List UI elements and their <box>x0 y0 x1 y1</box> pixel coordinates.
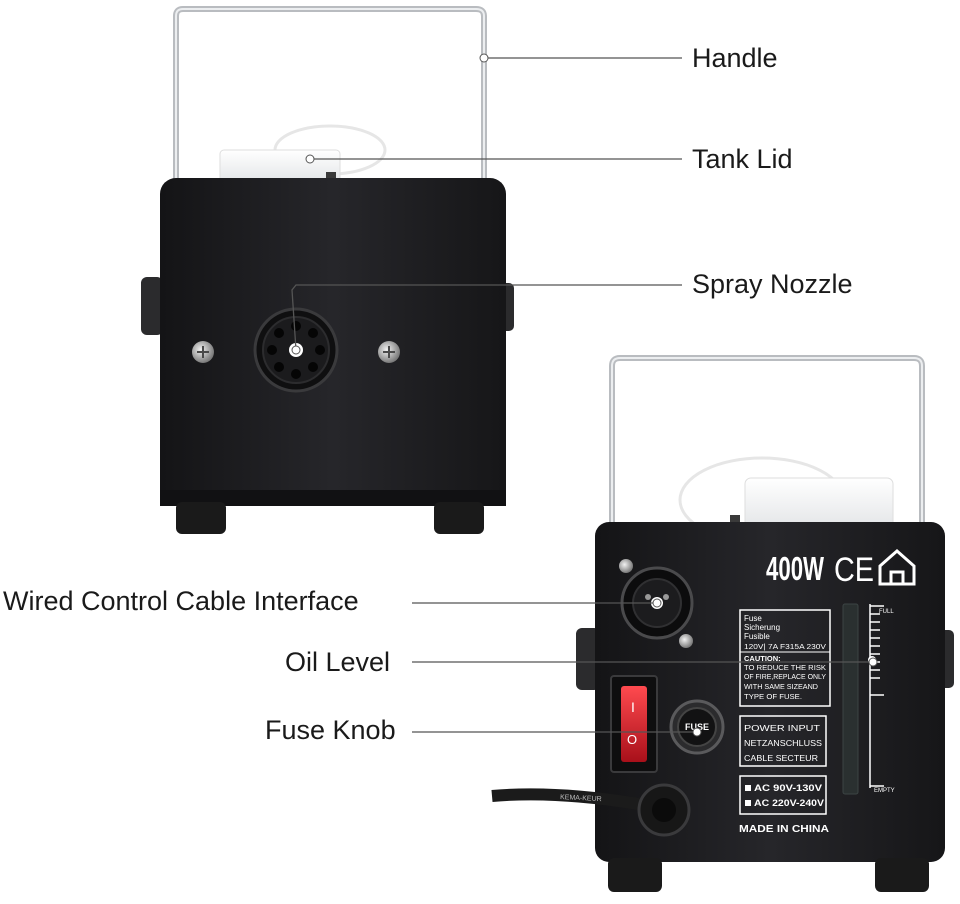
svg-text:Fusible: Fusible <box>744 632 770 641</box>
svg-text:EMPTY: EMPTY <box>874 788 895 794</box>
rear-unit: 400W CE Fuse Sicherung Fusible 120V| 7A … <box>491 355 954 892</box>
label-fuse-knob: Fuse Knob <box>265 715 396 745</box>
svg-text:WITH SAME SIZEAND: WITH SAME SIZEAND <box>744 684 818 691</box>
power-cable: KEMA-KEUR <box>491 783 691 837</box>
fuse-knob[interactable]: FUSE <box>669 699 725 755</box>
made-in-label: MADE IN CHINA <box>739 824 829 835</box>
power-switch[interactable]: I O <box>610 675 658 773</box>
label-wired-control-cable-interface: Wired Control Cable Interface <box>3 586 359 616</box>
svg-text:FULL: FULL <box>879 609 894 615</box>
svg-text:NETZANSCHLUSS: NETZANSCHLUSS <box>744 738 822 748</box>
svg-text:CAUTION:: CAUTION: <box>744 654 781 663</box>
svg-text:Sicherung: Sicherung <box>744 623 780 632</box>
leader-spray-nozzle <box>291 284 682 351</box>
svg-text:TO REDUCE THE RISK: TO REDUCE THE RISK <box>744 665 826 672</box>
svg-text:FUSE: FUSE <box>685 722 709 732</box>
label-oil-level: Oil Level <box>285 647 391 677</box>
wattage-label: 400W <box>766 550 825 587</box>
label-spray-nozzle: Spray Nozzle <box>692 269 853 299</box>
leader-dots <box>291 53 878 737</box>
svg-text:OF FIRE,REPLACE ONLY: OF FIRE,REPLACE ONLY <box>744 674 826 681</box>
front-unit <box>141 6 514 534</box>
leader-lines <box>291 57 873 733</box>
svg-text:120V| 7A F315A 230V: 120V| 7A F315A 230V <box>744 642 826 651</box>
svg-text:POWER INPUT: POWER INPUT <box>744 723 820 733</box>
svg-text:I: I <box>631 699 635 715</box>
ce-mark: CE <box>834 551 874 589</box>
label-tank-lid: Tank Lid <box>692 144 793 174</box>
svg-text:Fuse: Fuse <box>744 614 762 623</box>
svg-text:O: O <box>627 732 637 747</box>
house-icon <box>878 548 916 586</box>
svg-text:AC 90V-130V: AC 90V-130V <box>754 783 822 793</box>
rear-tank-lid <box>744 477 894 529</box>
voltage-box: AC 90V-130V AC 220V-240V <box>739 775 827 815</box>
power-input-box: POWER INPUT NETZANSCHLUSS CABLE SECTEUR <box>739 715 827 767</box>
svg-text:CABLE SECTEUR: CABLE SECTEUR <box>744 753 818 763</box>
fuse-info-box: Fuse Sicherung Fusible 120V| 7A F315A 23… <box>739 609 831 707</box>
front-tank-lid <box>219 149 341 183</box>
svg-text:AC 220V-240V: AC 220V-240V <box>754 798 824 808</box>
label-handle: Handle <box>692 43 778 73</box>
svg-text:TYPE OF FUSE.: TYPE OF FUSE. <box>744 694 802 701</box>
svg-text:KEMA-KEUR: KEMA-KEUR <box>560 794 602 803</box>
